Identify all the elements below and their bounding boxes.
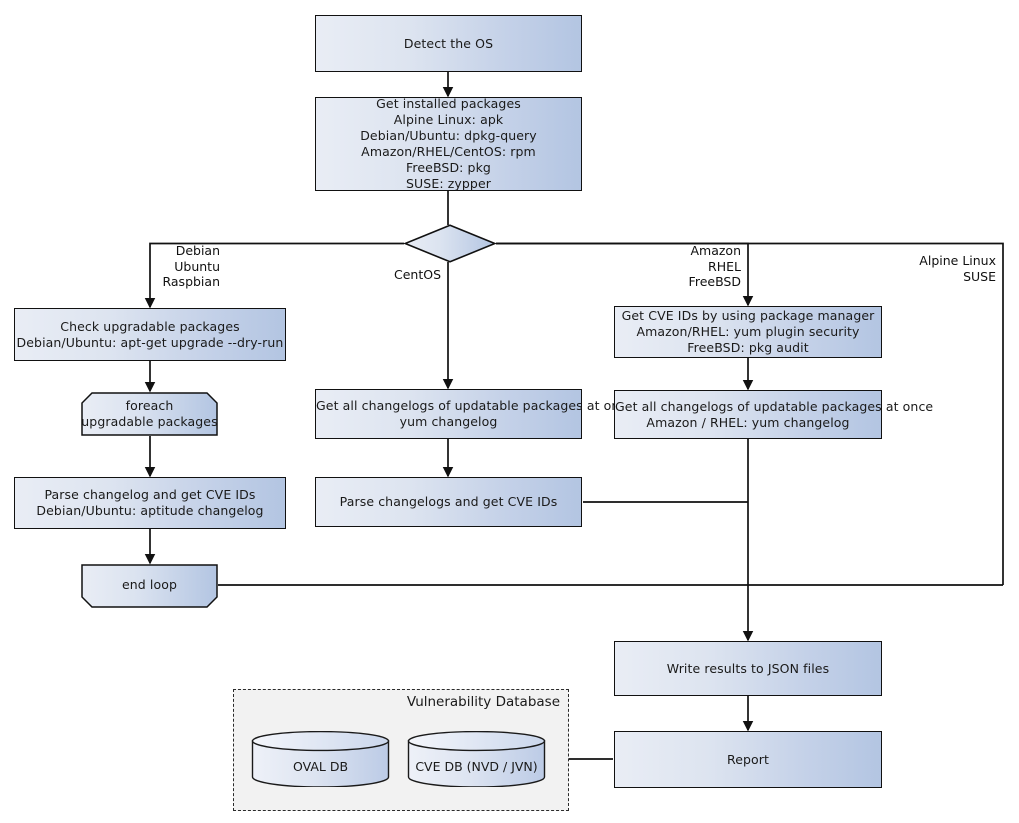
database-oval-db[interactable]: OVAL DB: [251, 730, 390, 788]
node-write-results-json[interactable]: Write results to JSON files: [614, 641, 882, 696]
node-label: Write results to JSON files: [666, 660, 830, 676]
node-get-all-changelogs-right[interactable]: Get all changelogs of updatable packages…: [614, 390, 934, 439]
node-end-loop[interactable]: end loop: [81, 564, 218, 608]
node-detect-the-os[interactable]: Detect the OS: [315, 15, 582, 72]
node-label: Get all changelogs of updatable packages…: [615, 398, 934, 430]
edge-label-alpine-suse: Alpine Linux SUSE: [919, 253, 996, 284]
database-label: OVAL DB: [292, 759, 349, 774]
node-get-all-changelogs-center[interactable]: Get all changelogs of updatable packages…: [315, 389, 635, 439]
node-label: end loop: [121, 577, 178, 592]
node-label: Get all changelogs of updatable packages…: [316, 398, 635, 429]
vulnerability-database-group: Vulnerability Database OVAL D: [233, 689, 569, 811]
database-label: CVE DB (NVD / JVN): [415, 759, 538, 774]
node-label-wrap: end loop: [81, 564, 218, 606]
node-label: Report: [726, 751, 770, 767]
node-label: Get CVE IDs by using package manager Ama…: [621, 308, 875, 355]
node-foreach-upgradable-packages[interactable]: foreach upgradable packages: [81, 392, 218, 436]
loop-start-shape: [81, 392, 218, 436]
node-parse-changelogs-center[interactable]: Parse changelogs and get CVE IDs: [315, 477, 582, 527]
cylinder-shape: [407, 730, 546, 788]
node-check-upgradable-packages[interactable]: Check upgradable packages Debian/Ubuntu:…: [14, 308, 286, 361]
node-os-decision[interactable]: [403, 224, 497, 263]
node-label: Detect the OS: [403, 35, 494, 51]
node-label: Get installed packages Alpine Linux: apk…: [360, 96, 537, 191]
edge-label-centos: CentOS: [393, 267, 441, 282]
node-label: Parse changelogs and get CVE IDs: [339, 494, 558, 509]
vulnerability-database-title: Vulnerability Database: [406, 694, 560, 710]
cylinder-shape: [251, 730, 390, 788]
node-parse-changelog-left[interactable]: Parse changelog and get CVE IDs Debian/U…: [14, 477, 286, 529]
node-report[interactable]: Report: [614, 731, 882, 788]
loop-end-shape: [81, 564, 218, 608]
database-cve-db[interactable]: CVE DB (NVD / JVN): [407, 730, 546, 788]
node-get-installed-packages[interactable]: Get installed packages Alpine Linux: apk…: [315, 96, 582, 191]
edge-label-amazon-rhel-freebsd: Amazon RHEL FreeBSD: [688, 243, 741, 289]
node-label: foreach upgradable packages: [81, 398, 218, 429]
node-label: Parse changelog and get CVE IDs Debian/U…: [36, 487, 264, 518]
node-label: Check upgradable packages Debian/Ubuntu:…: [16, 318, 284, 350]
edge-label-debian-ubuntu-raspbian: Debian Ubuntu Raspbian: [162, 243, 220, 289]
node-label-wrap: foreach upgradable packages: [81, 392, 218, 436]
node-get-cve-ids-package-manager[interactable]: Get CVE IDs by using package manager Ama…: [614, 306, 882, 358]
diamond-shape: [403, 224, 497, 263]
